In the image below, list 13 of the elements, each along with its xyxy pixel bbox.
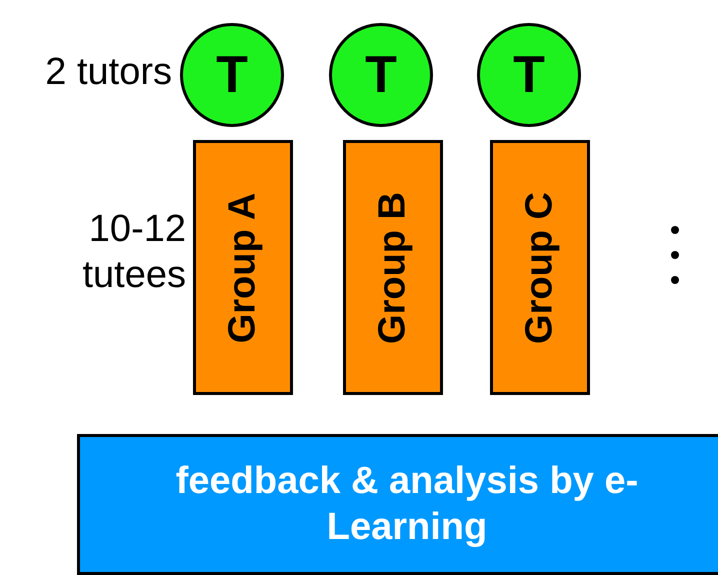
banner-text: feedback & analysis by e-Learning [174, 458, 640, 550]
side-label: 10-12 tutees [81, 207, 186, 298]
group-label: Group C [518, 192, 562, 344]
group-bar [193, 140, 293, 395]
group-bar [343, 140, 443, 395]
tutor-circle: T [180, 23, 284, 127]
group-label: Group B [372, 192, 414, 344]
group-bar [490, 140, 590, 395]
group-label: Group A [222, 192, 264, 343]
tutor-circle: T [329, 23, 433, 127]
system-banner [77, 434, 718, 575]
tutor-circle: T [477, 23, 581, 127]
side-label: 2 tutors [44, 50, 172, 95]
